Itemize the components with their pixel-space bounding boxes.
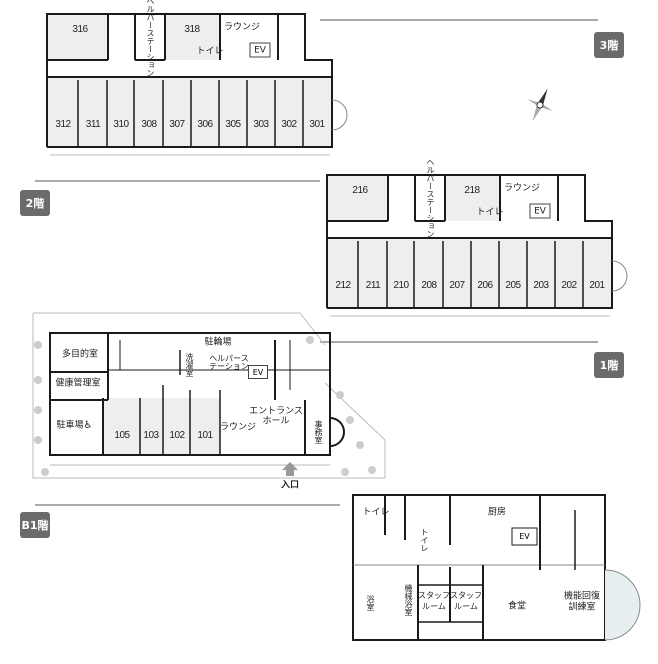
kitchen-label: 厨房 — [487, 507, 507, 518]
room-top-2: 218 — [464, 185, 480, 196]
floor-3-plan — [46, 13, 348, 156]
compass-icon — [527, 88, 553, 122]
lounge-label-1f: ラウンジ — [219, 422, 257, 433]
room-8: 302 — [281, 119, 297, 130]
elevator-label: EV — [254, 45, 266, 56]
room-101: 101 — [197, 430, 213, 441]
room-5: 306 — [197, 119, 213, 130]
room-102: 102 — [169, 430, 185, 441]
entrance-hall-label-1: エントランス — [249, 406, 303, 417]
health-room-label: 健康管理室 — [55, 378, 101, 389]
dining-label: 食堂 — [507, 601, 527, 612]
room-9: 201 — [589, 280, 605, 291]
room-7: 303 — [253, 119, 269, 130]
staff-room-2-label-a: スタッフ — [450, 591, 482, 600]
rehab-room-label-b: 訓練室 — [568, 602, 596, 613]
room-105: 105 — [114, 430, 130, 441]
laundry-room-label: 洗濯室 — [185, 353, 194, 377]
helper-station-label: ヘルパーステーション — [426, 158, 435, 238]
wheelchair-icon: ♿ — [83, 420, 93, 431]
bicycle-parking-label: 駐輪場 — [204, 337, 232, 348]
room-top-1: 216 — [352, 185, 368, 196]
room-2: 210 — [393, 280, 409, 291]
floor-b1-plan — [352, 494, 641, 641]
room-4: 207 — [449, 280, 465, 291]
room-6: 205 — [505, 280, 521, 291]
floor-2-plan — [326, 174, 628, 317]
room-7: 203 — [533, 280, 549, 291]
room-3: 308 — [141, 119, 157, 130]
floor-badge-b1[interactable]: B1階 — [20, 512, 50, 538]
elevator-b1: EV — [519, 532, 530, 541]
room-9: 301 — [309, 119, 325, 130]
entrance-label: 入口 — [280, 480, 300, 491]
room-6: 305 — [225, 119, 241, 130]
room-103: 103 — [143, 430, 159, 441]
staff-room-1-label-b: ルーム — [422, 602, 446, 611]
room-top-1: 316 — [72, 24, 88, 35]
elevator-1f: EV — [248, 365, 268, 379]
floor-badge-2f[interactable]: 2階 — [20, 190, 50, 216]
floor-badge-1f[interactable]: 1階 — [594, 352, 624, 378]
room-top-2: 318 — [184, 24, 200, 35]
toilet-label: トイレ — [196, 46, 224, 57]
room-2: 310 — [113, 119, 129, 130]
room-8: 202 — [561, 280, 577, 291]
multipurpose-room-label: 多目的室 — [61, 349, 99, 360]
office-label: 事務室 — [314, 420, 323, 444]
rehab-room-label-a: 機能回復 — [563, 591, 601, 602]
helper-station-label: ヘルパーステーション — [146, 0, 155, 77]
room-0: 212 — [335, 280, 351, 291]
floor-badge-3f[interactable]: 3階 — [594, 32, 624, 58]
lounge-label: ラウンジ — [503, 183, 541, 194]
room-1: 211 — [365, 280, 381, 291]
entrance-arrow-icon — [282, 462, 298, 476]
floor-1-plan — [32, 312, 386, 479]
entrance-hall-label-2: ホール — [262, 416, 290, 427]
toilet-label-b1-2: トイレ — [420, 528, 429, 552]
bath-label: 浴室 — [366, 595, 375, 611]
toilet-label-b1-1: トイレ — [362, 507, 390, 518]
room-0: 312 — [55, 119, 71, 130]
elevator-label: EV — [534, 206, 546, 217]
room-3: 208 — [421, 280, 437, 291]
staff-room-2-label-b: ルーム — [454, 602, 478, 611]
machine-bath-label: 機械浴室 — [404, 584, 413, 616]
room-4: 307 — [169, 119, 185, 130]
room-5: 206 — [477, 280, 493, 291]
toilet-label: トイレ — [476, 207, 504, 218]
staff-room-1-label-a: スタッフ — [418, 591, 450, 600]
parking-label: 駐車場 — [56, 420, 84, 431]
lounge-label: ラウンジ — [223, 22, 261, 33]
room-1: 311 — [85, 119, 101, 130]
trees — [34, 336, 376, 476]
helper-station-label-1f: ヘルパーステーション — [209, 354, 249, 371]
